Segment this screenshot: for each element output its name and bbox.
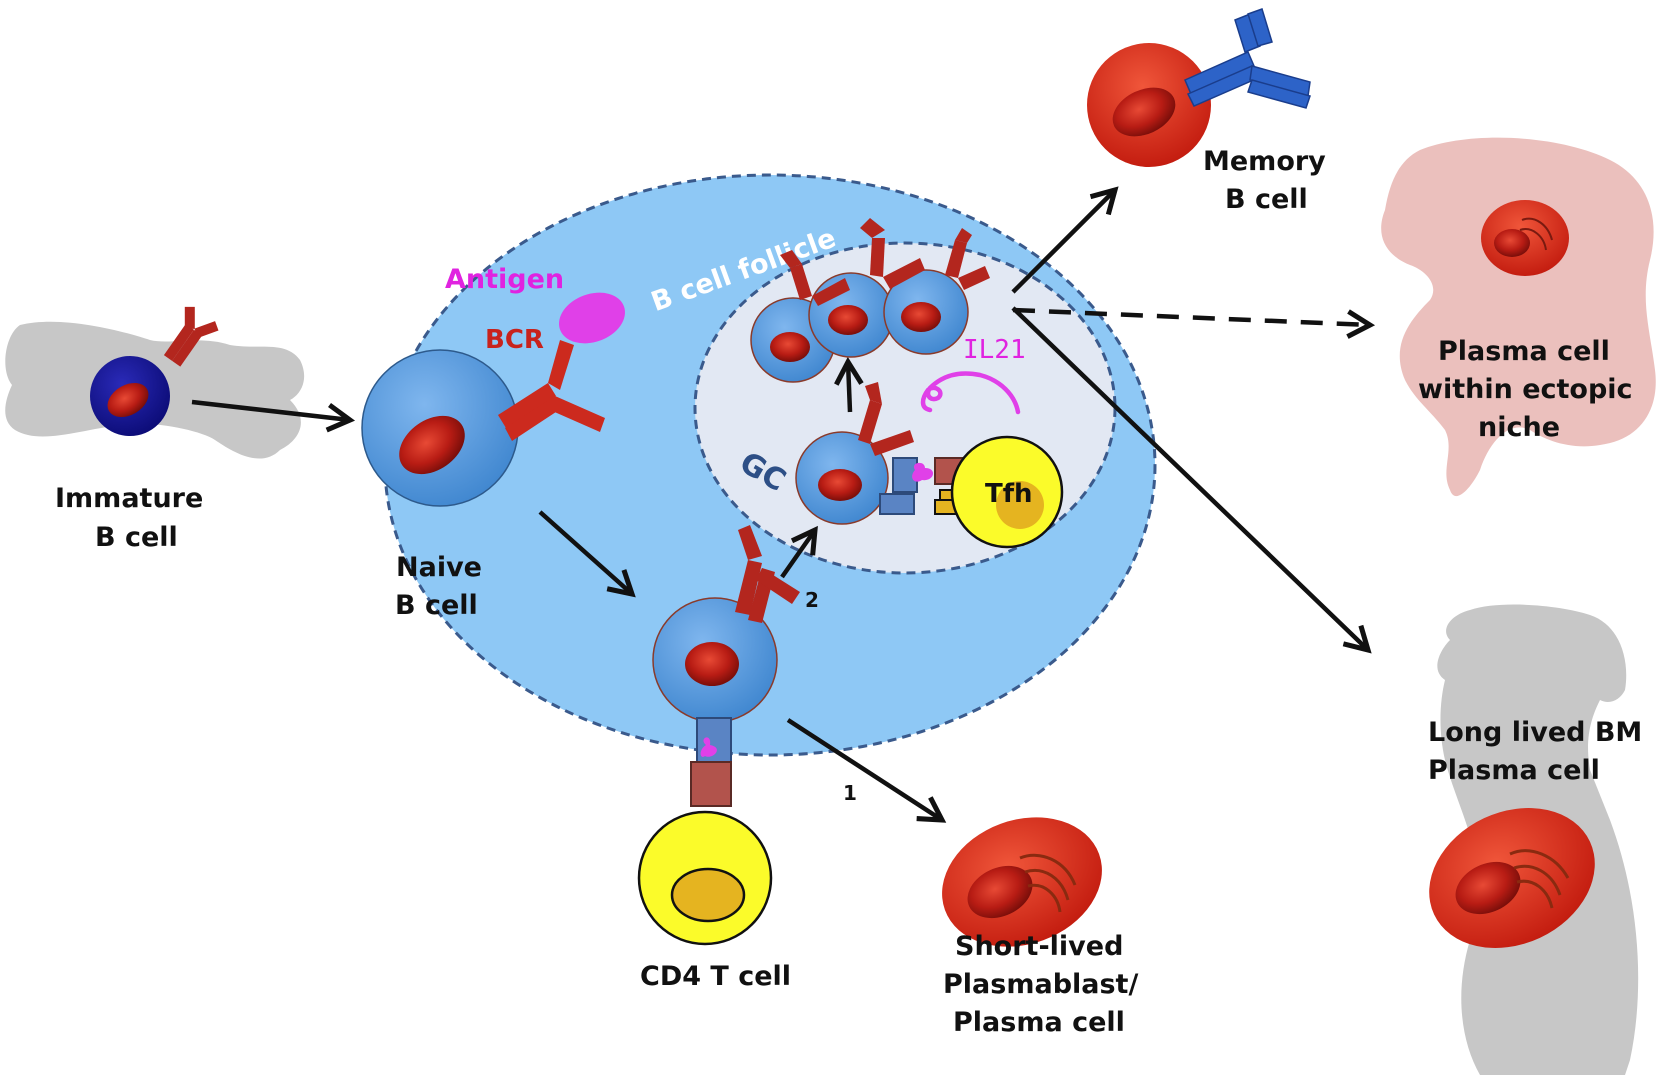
immature-label-1: Immature xyxy=(55,483,203,514)
memory-b-cell xyxy=(1087,8,1311,167)
long-lived-label-1: Long lived BM xyxy=(1428,717,1642,748)
arrow-gc-proliferation xyxy=(834,356,864,413)
memory-antibody xyxy=(1184,8,1311,109)
memory-label-1: Memory xyxy=(1203,146,1326,177)
naive-label-1: Naive xyxy=(396,552,482,583)
tfh-label: Tfh xyxy=(985,479,1033,509)
ectopic-label-2: within ectopic xyxy=(1418,374,1633,405)
arrow-immature-to-naive xyxy=(191,399,356,433)
gc-proliferating-cells xyxy=(750,218,990,383)
tfh-cell xyxy=(950,435,1064,549)
memory-label-2: B cell xyxy=(1225,184,1308,215)
short-lived-label-3: Plasma cell xyxy=(953,1007,1125,1038)
il21-label: IL21 xyxy=(963,335,1026,365)
long-lived-label-2: Plasma cell xyxy=(1428,755,1600,786)
arrow-gc-to-memory xyxy=(1011,186,1119,294)
arrow-activated-to-gc xyxy=(780,525,818,579)
immature-label-2: B cell xyxy=(95,522,178,553)
arrow-gc-to-long-lived xyxy=(1011,306,1372,654)
bcr-label: BCR xyxy=(485,325,544,355)
gc-b-cell-tfh-interaction xyxy=(795,382,971,525)
short-lived-plasma-cell xyxy=(942,817,1102,947)
il21-signal xyxy=(920,371,1021,415)
antigen-particle xyxy=(559,292,625,344)
step-1-label: 1 xyxy=(843,781,857,805)
short-lived-label-1: Short-lived xyxy=(955,931,1123,962)
naive-b-cell xyxy=(361,340,605,507)
long-lived-plasma-cell xyxy=(1429,808,1595,948)
ectopic-label-3: niche xyxy=(1478,412,1560,443)
arrow-gc-to-ectopic xyxy=(1012,307,1376,339)
cd4-t-cell xyxy=(637,810,773,946)
antigen-label: Antigen xyxy=(445,264,564,295)
arrows xyxy=(191,186,1376,823)
arrow-activated-to-plasmablast xyxy=(786,718,947,823)
ectopic-niche-tissue xyxy=(1381,137,1656,497)
arrow-naive-to-activated xyxy=(538,510,636,598)
ectopic-plasma-cell xyxy=(1481,200,1569,276)
step-2-label: 2 xyxy=(805,588,819,612)
bcr-receptor xyxy=(498,340,605,441)
naive-label-2: B cell xyxy=(395,590,478,621)
short-lived-label-2: Plasmablast/ xyxy=(943,969,1138,1000)
immature-b-cell xyxy=(90,306,219,436)
ectopic-label-1: Plasma cell xyxy=(1438,336,1610,367)
activated-b-cell xyxy=(652,525,800,807)
cd4-label: CD4 T cell xyxy=(640,961,791,992)
